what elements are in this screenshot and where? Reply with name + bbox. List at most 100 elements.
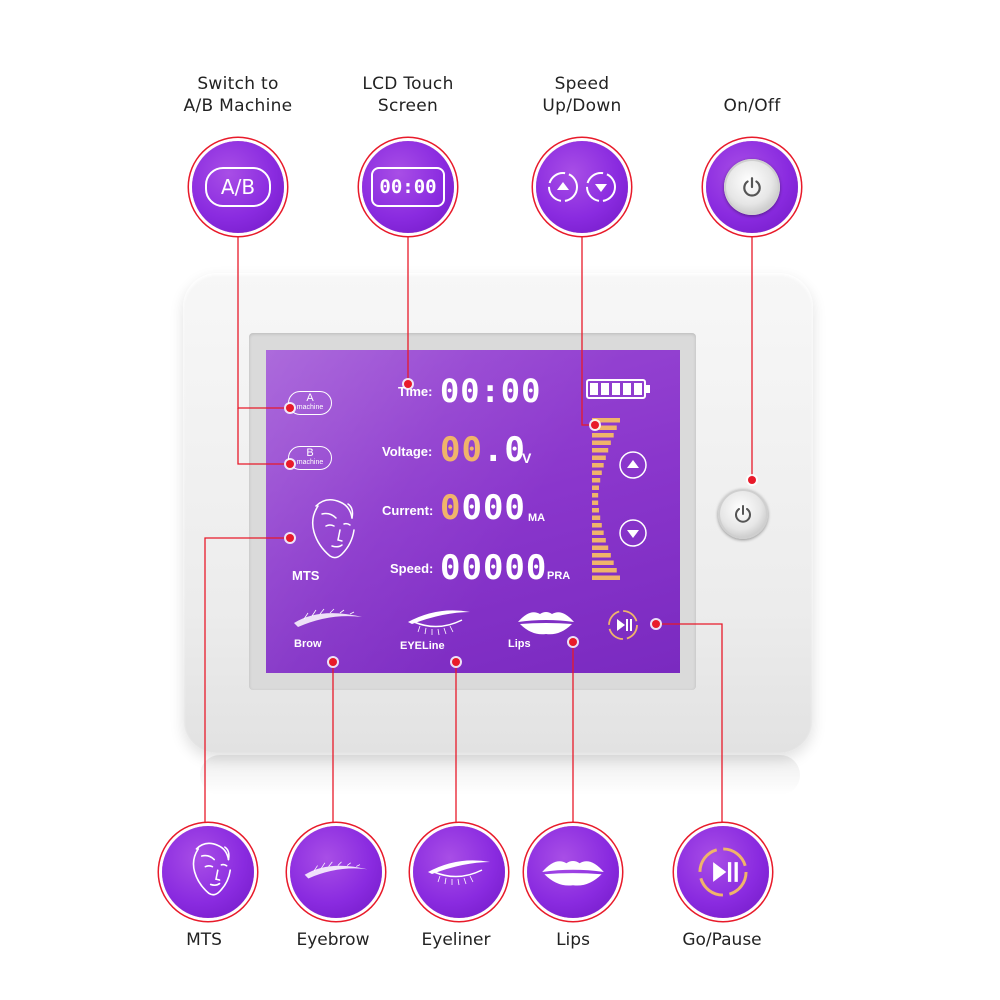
level-stripe [592, 493, 599, 498]
label-lcd-line1: LCD Touch [362, 74, 454, 94]
eyebrow-callout [290, 826, 382, 918]
label-ab-line1: Switch to [197, 74, 279, 94]
speed-arrows-icon [548, 172, 616, 202]
level-stripe [592, 448, 609, 453]
lcd-icon: 00:00 [371, 167, 445, 207]
level-stripe [592, 523, 602, 528]
callout-dot-eyeline [452, 658, 460, 666]
speed-level-bar [592, 418, 620, 580]
label-ab-switch: Switch to A/B Machine [167, 73, 309, 117]
speed-down-icon[interactable] [618, 518, 648, 548]
speed-display: 00000 [440, 548, 548, 588]
machine-b-button[interactable]: B machine [288, 446, 332, 470]
caption-go-pause: Go/Pause [682, 930, 762, 950]
ab-switch-callout: A/B [192, 141, 284, 233]
callout-dot-lips [569, 638, 577, 646]
level-stripe [592, 560, 614, 565]
speed-callout [536, 141, 628, 233]
callout-dot-gopause [652, 620, 660, 628]
callout-dot-brow [329, 658, 337, 666]
machine-a-word: machine [296, 404, 324, 411]
current-unit: MA [528, 512, 546, 524]
current-digits: 000 [461, 488, 526, 528]
level-stripe [592, 508, 599, 513]
level-stripe [592, 463, 604, 468]
eyeliner-callout [413, 826, 505, 918]
level-stripe [592, 470, 602, 475]
lcd-screen[interactable]: Time: 00:00 Voltage: 00.0 V Current: 000… [266, 350, 680, 673]
voltage-unit: V [522, 450, 532, 466]
lcd-callout: 00:00 [362, 141, 454, 233]
eyeliner-icon[interactable] [404, 606, 474, 638]
power-icon [735, 505, 751, 523]
device-reflection [200, 755, 800, 795]
speed-label: Speed: [390, 561, 434, 576]
eyebrow-callout-icon [304, 861, 368, 879]
current-digit-highlight: 0 [440, 488, 462, 528]
label-lcd-line2: Screen [377, 96, 439, 116]
label-lcd: LCD Touch Screen [337, 73, 479, 117]
machine-a-button[interactable]: A machine [288, 391, 332, 415]
lips-callout-icon [542, 861, 604, 886]
callout-dot-a [286, 404, 294, 412]
voltage-label: Voltage: [382, 444, 433, 459]
device-power-button[interactable] [718, 489, 768, 539]
level-stripe [592, 575, 620, 580]
caption-eyebrow: Eyebrow [296, 930, 370, 950]
battery-icon [586, 379, 650, 399]
go-pause-callout [677, 826, 769, 918]
power-symbol-icon [743, 177, 761, 197]
level-stripe [592, 425, 617, 430]
go-pause-callout-icon [698, 847, 748, 897]
speed-up-icon[interactable] [618, 450, 648, 480]
caption-eyeliner: Eyeliner [421, 930, 491, 950]
battery-cell [601, 383, 609, 395]
callout-dot-b [286, 460, 294, 468]
caption-lips: Lips [556, 930, 590, 950]
level-stripe [592, 433, 614, 438]
lips-icon[interactable] [516, 608, 576, 636]
eyeline-label: EYELine [400, 640, 445, 652]
callout-dot-power [748, 476, 756, 484]
level-stripe [592, 478, 601, 483]
play-pause-icon[interactable] [606, 608, 640, 642]
current-label: Current: [382, 503, 434, 518]
label-speed-line2: Up/Down [542, 96, 622, 116]
lips-label: Lips [508, 638, 531, 650]
label-power: On/Off [681, 95, 823, 117]
label-speed: Speed Up/Down [511, 73, 653, 117]
mts-face-icon[interactable] [296, 496, 362, 568]
mts-label: MTS [292, 568, 320, 583]
label-ab-line2: A/B Machine [183, 96, 293, 116]
level-stripe [592, 568, 617, 573]
eyeliner-callout-icon [428, 860, 490, 886]
power-callout [706, 141, 798, 233]
voltage-digits: .0 [482, 430, 526, 470]
machine-a-letter: A [306, 392, 314, 404]
machine-b-letter: B [306, 447, 314, 459]
time-display: 00:00 [440, 372, 542, 410]
brow-label: Brow [294, 638, 322, 650]
battery-cell [612, 383, 620, 395]
speed-unit: PRA [547, 570, 571, 582]
battery-cell [590, 383, 598, 395]
level-stripe [592, 530, 604, 535]
ab-switch-icon: A/B [205, 167, 271, 207]
current-display: 0000 [440, 488, 526, 528]
eyebrow-icon[interactable] [290, 605, 366, 635]
battery-cell [623, 383, 631, 395]
level-stripe [592, 455, 606, 460]
battery-cell [634, 383, 642, 395]
machine-b-word: machine [296, 459, 324, 466]
power-button-icon [724, 159, 780, 215]
level-stripe [592, 545, 609, 550]
callout-dot-lcd [404, 380, 412, 388]
level-stripe [592, 553, 611, 558]
level-stripe [592, 485, 599, 490]
level-stripe [592, 538, 606, 543]
voltage-digits-highlight: 00 [440, 430, 483, 470]
label-power-line1: On/Off [723, 96, 781, 116]
level-stripe [592, 515, 601, 520]
mts-callout [162, 826, 254, 918]
